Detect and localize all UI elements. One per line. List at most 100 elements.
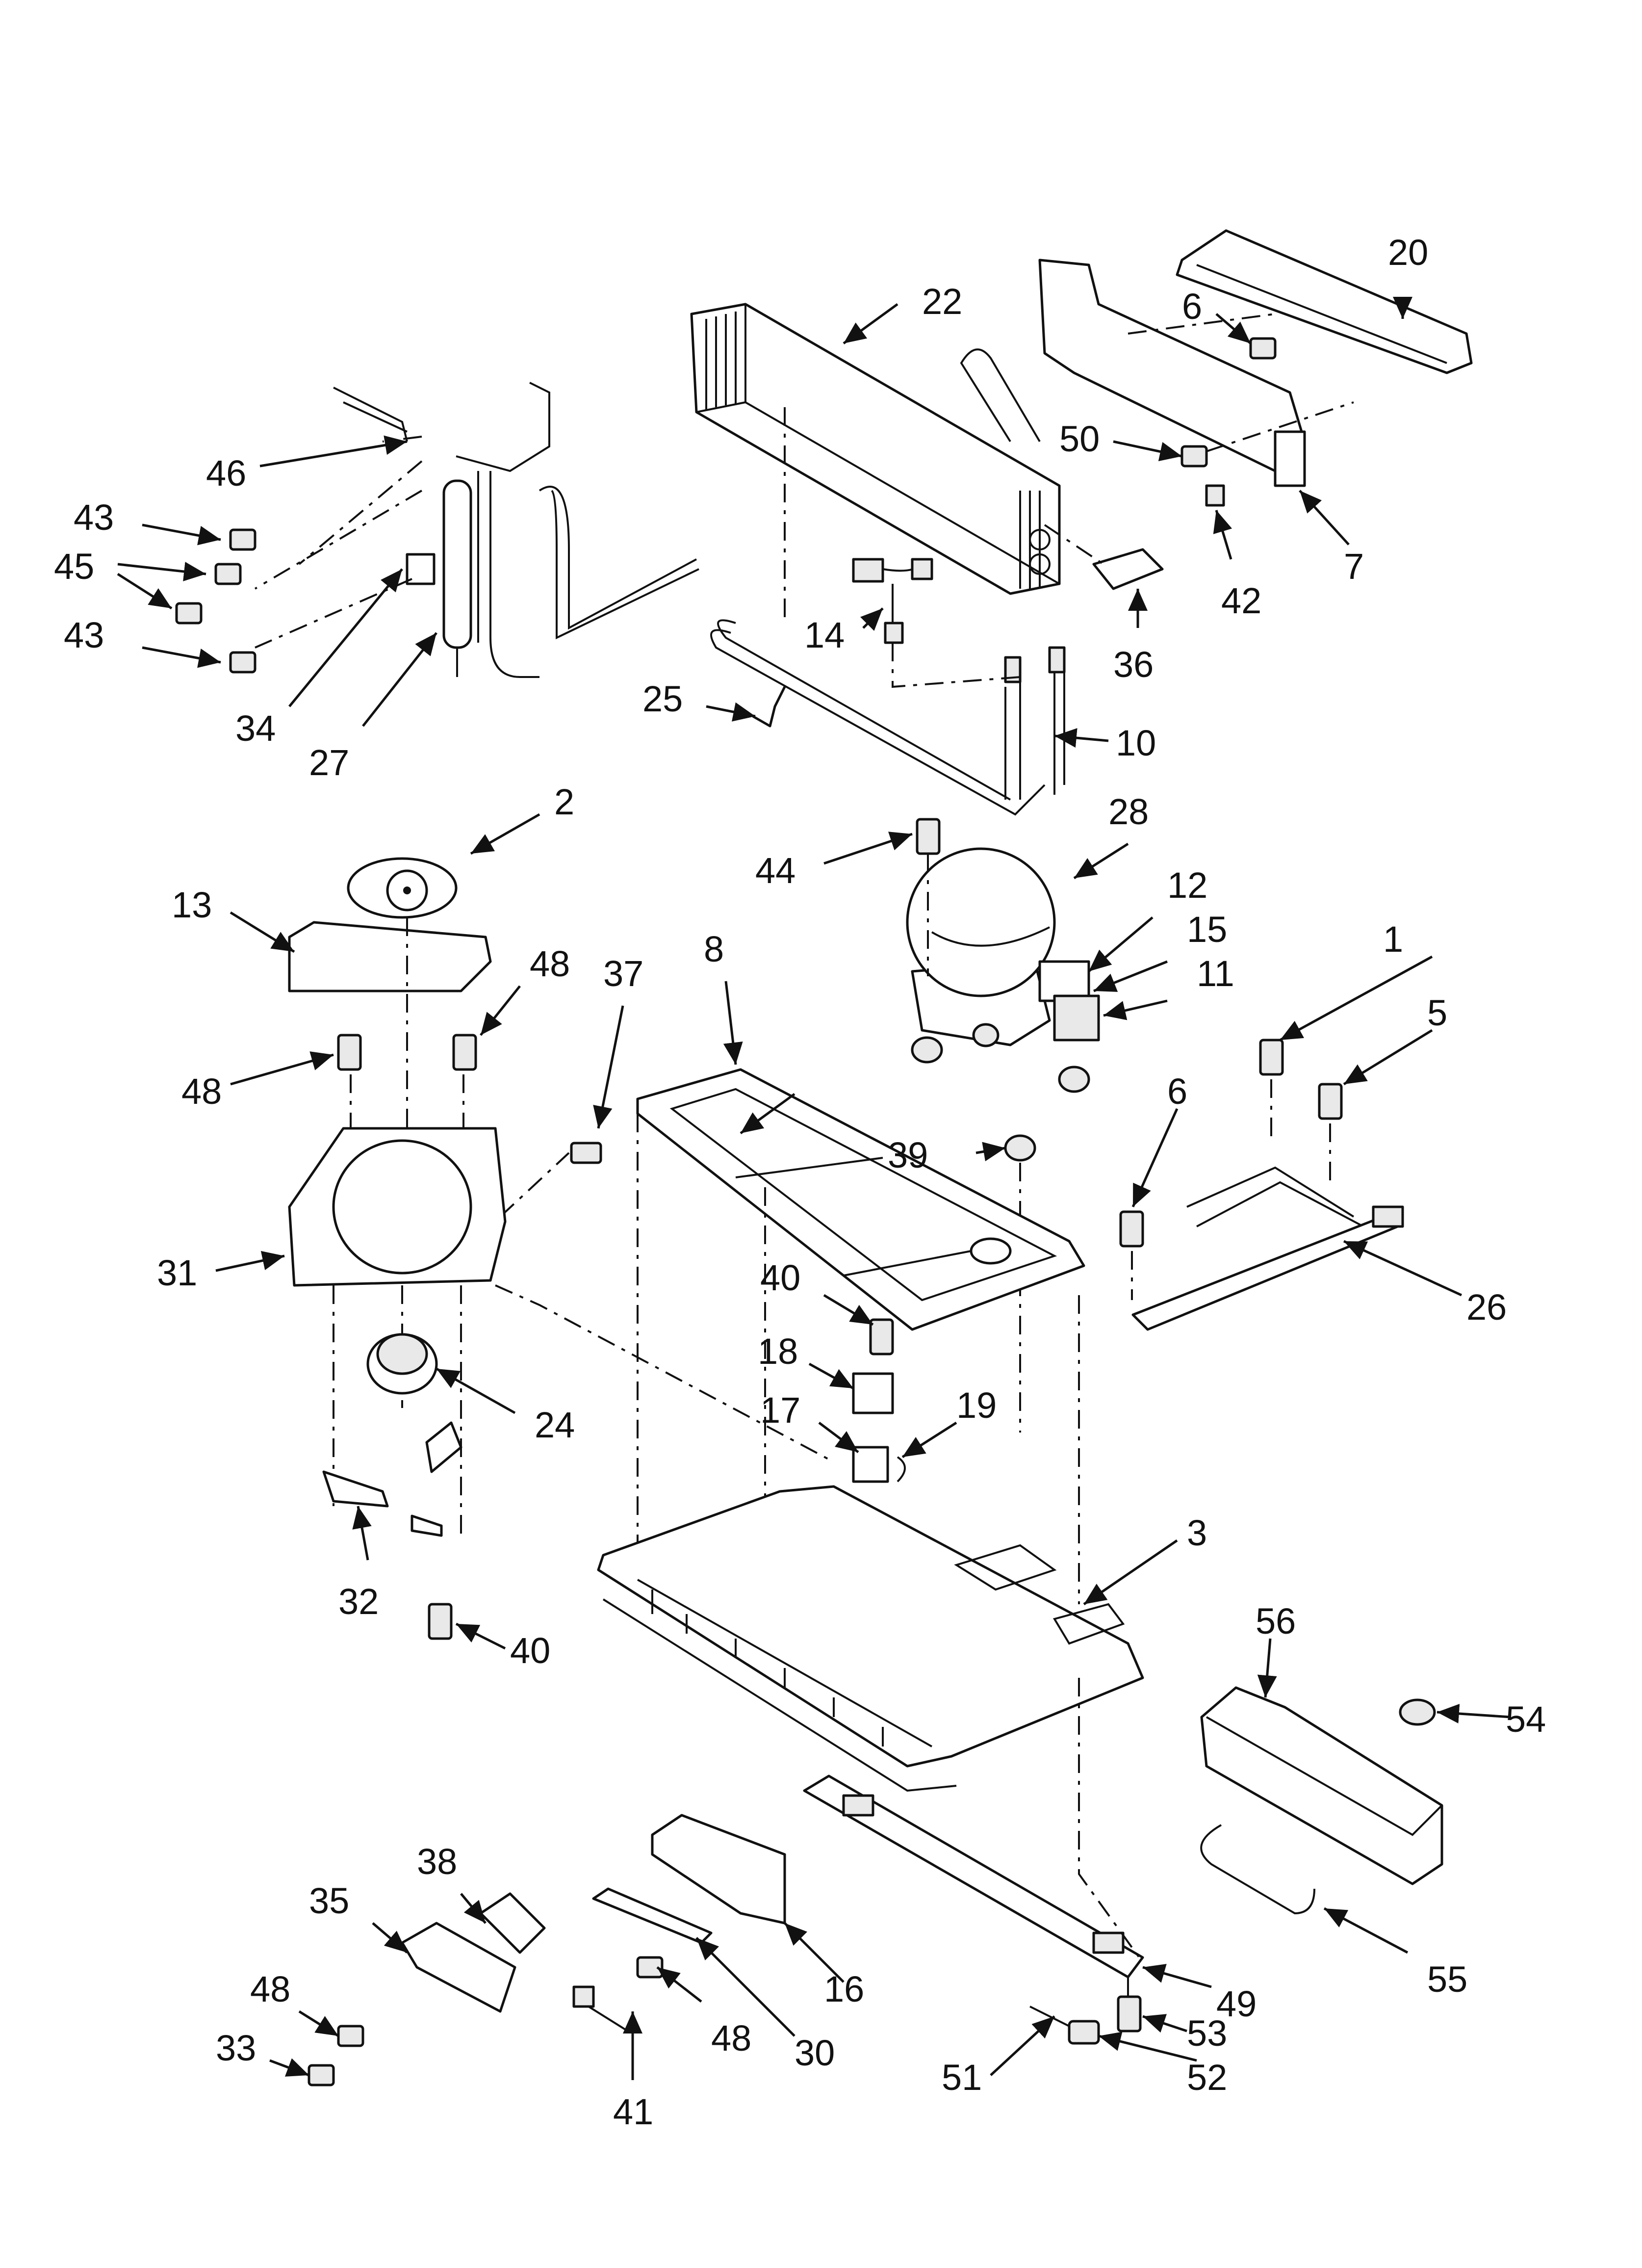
callout-2: 2	[554, 782, 574, 822]
callout-45: 45	[54, 546, 94, 587]
callout-6b: 6	[1167, 1071, 1187, 1112]
screw-48c	[337, 2025, 364, 2047]
callout-44: 44	[755, 850, 795, 891]
callout-39: 39	[888, 1135, 928, 1175]
callout-24: 24	[535, 1405, 575, 1445]
screw-43b	[229, 651, 257, 674]
callout-12: 12	[1167, 865, 1207, 906]
evaporator-22	[690, 303, 1061, 595]
screw-45b	[175, 602, 203, 625]
callout-48b: 48	[530, 943, 570, 984]
screw-45	[214, 563, 242, 585]
callout-30: 30	[795, 2033, 835, 2073]
wire-harness-26	[1131, 1166, 1404, 1331]
callout-labels: 1 2 3 5 6 6 7 8 10 11 12 13 14 15 16 17 …	[54, 232, 1546, 2132]
callout-18: 18	[758, 1331, 798, 1372]
screw-6a	[1249, 337, 1277, 360]
callout-41: 41	[613, 2091, 653, 2132]
callout-19: 19	[956, 1385, 997, 1426]
callout-43b: 43	[64, 615, 104, 655]
callout-10: 10	[1116, 723, 1156, 763]
callout-35: 35	[309, 1880, 349, 1921]
callout-16: 16	[824, 1969, 864, 2009]
cover-20	[1176, 229, 1473, 374]
screw-50	[1180, 445, 1208, 468]
callout-40b: 40	[510, 1630, 550, 1671]
mounting-bracket-7	[1038, 259, 1306, 487]
clip-55	[1200, 1824, 1315, 1915]
fan-blade-2	[347, 857, 458, 919]
screw-1	[1259, 1039, 1284, 1076]
relay-17	[852, 1446, 889, 1483]
callout-22: 22	[922, 281, 962, 322]
callout-38: 38	[417, 1841, 457, 1882]
callout-52: 52	[1187, 2057, 1227, 2098]
screw-40b	[428, 1603, 453, 1640]
callout-32: 32	[338, 1581, 379, 1622]
callout-7: 7	[1344, 546, 1364, 587]
fan-shroud-13	[288, 921, 492, 992]
callout-31: 31	[157, 1252, 197, 1293]
strap-30	[592, 1887, 713, 1944]
bracket-36	[1092, 548, 1164, 590]
callout-25: 25	[642, 678, 683, 719]
leader-arrows	[117, 297, 1511, 2080]
callout-43a: 43	[74, 497, 114, 538]
callout-11: 11	[1197, 953, 1234, 994]
callout-53: 53	[1187, 2013, 1227, 2054]
clip-19	[897, 1456, 906, 1483]
callout-27: 27	[309, 742, 349, 783]
fan-housing-31	[288, 1127, 507, 1287]
drier-tubing-assembly	[333, 382, 699, 678]
bracket-16	[651, 1814, 786, 1925]
base-pan-3	[597, 1485, 1144, 1792]
screw-48b	[452, 1034, 477, 1071]
callout-14: 14	[804, 615, 845, 655]
screw-48a	[337, 1034, 362, 1071]
fan-motor-24	[366, 1333, 438, 1395]
screw-40a	[869, 1318, 894, 1356]
screw-5	[1318, 1083, 1343, 1120]
plug-54	[1399, 1698, 1436, 1726]
screw-6b	[1119, 1210, 1144, 1248]
rail-49	[803, 1774, 1144, 1979]
compressor-28	[906, 847, 1100, 1046]
clip-25	[752, 686, 786, 728]
callout-5: 5	[1427, 992, 1447, 1033]
callout-34: 34	[235, 708, 276, 749]
callout-37: 37	[603, 953, 643, 994]
drier-27	[406, 479, 472, 677]
grommets-39	[911, 1023, 1090, 1162]
callout-20: 20	[1388, 232, 1428, 273]
screw-53	[1117, 1995, 1142, 2033]
bracket-32	[322, 1421, 462, 1537]
callout-28: 28	[1108, 791, 1149, 832]
callout-49: 49	[1216, 1983, 1257, 2024]
callout-50: 50	[1059, 418, 1100, 459]
callout-1: 1	[1383, 919, 1403, 960]
screw-33	[308, 2064, 335, 2086]
callout-17: 17	[760, 1390, 800, 1431]
callout-13: 13	[172, 885, 212, 925]
callout-33: 33	[216, 2028, 256, 2068]
callout-56: 56	[1256, 1601, 1296, 1642]
callout-48c: 48	[250, 1969, 290, 2009]
callout-26: 26	[1466, 1287, 1507, 1328]
drain-pan-8	[636, 1068, 1085, 1331]
callout-8: 8	[704, 929, 724, 969]
sleeve-52	[1068, 2020, 1100, 2045]
mounting-plate-35	[401, 1922, 516, 2013]
callout-15: 15	[1187, 909, 1227, 950]
pin-51	[1029, 2006, 1070, 2027]
harness-41	[572, 1985, 629, 2032]
clip-42	[1205, 484, 1225, 507]
callout-6a: 6	[1182, 286, 1202, 327]
callout-48d: 48	[711, 2018, 751, 2059]
callout-40a: 40	[760, 1257, 800, 1298]
callout-42: 42	[1221, 580, 1261, 621]
defrost-timer-38	[479, 1892, 546, 1954]
callout-55: 55	[1427, 1959, 1467, 2000]
relay-cover-18	[852, 1372, 894, 1414]
callout-51: 51	[942, 2057, 982, 2098]
